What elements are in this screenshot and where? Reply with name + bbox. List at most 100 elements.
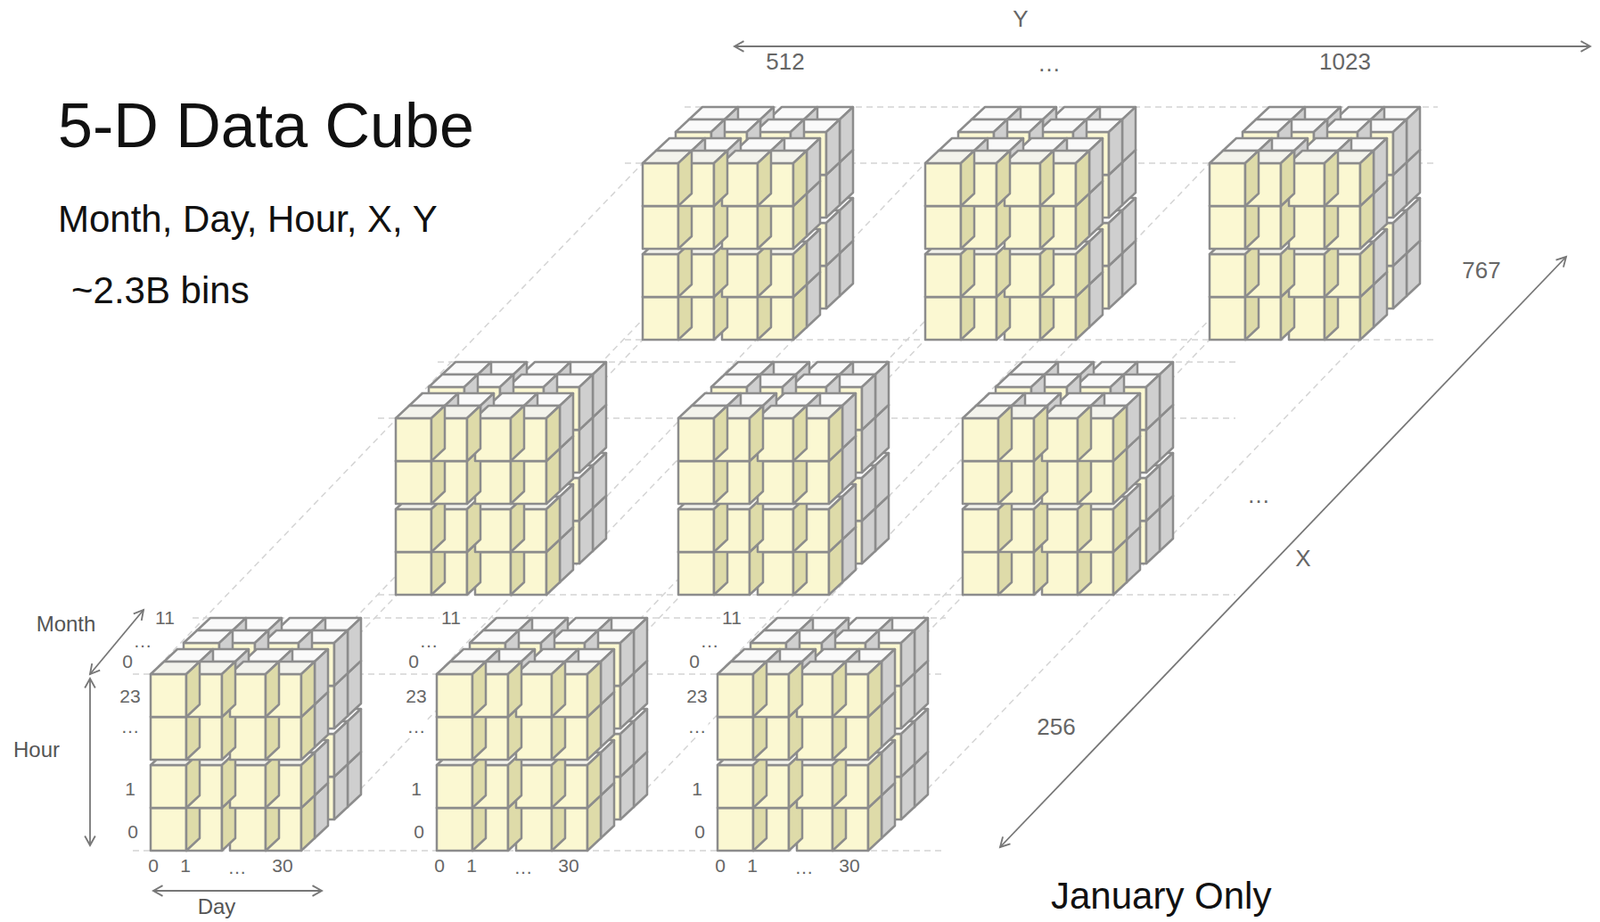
cube-face bbox=[600, 648, 615, 705]
cube-face bbox=[1324, 241, 1338, 297]
cube-face bbox=[788, 752, 803, 808]
unit-cube bbox=[395, 405, 445, 461]
cube-face bbox=[960, 241, 975, 297]
unit-cube bbox=[1042, 405, 1092, 461]
cube-face bbox=[1245, 150, 1259, 206]
cube-face bbox=[793, 405, 807, 461]
unit-cube bbox=[1004, 150, 1054, 206]
unit-cube bbox=[757, 241, 807, 297]
cube-face bbox=[1113, 496, 1127, 552]
cube-face bbox=[962, 418, 999, 461]
unit-cube bbox=[753, 661, 803, 717]
unit-cube bbox=[925, 150, 975, 206]
unit-cube bbox=[1077, 496, 1127, 552]
unit-cube bbox=[832, 752, 882, 808]
cube-face bbox=[678, 418, 714, 461]
guide-line bbox=[587, 339, 1076, 851]
unit-cube bbox=[431, 496, 481, 552]
cube-face bbox=[620, 721, 634, 777]
cube-face bbox=[925, 163, 961, 206]
cube-face bbox=[1360, 150, 1374, 206]
cube-face bbox=[828, 496, 843, 552]
cube-face bbox=[678, 508, 714, 552]
unit-cube bbox=[1040, 241, 1090, 297]
cube-face bbox=[642, 205, 679, 249]
cube-face bbox=[925, 205, 961, 249]
cube-face bbox=[1146, 465, 1160, 521]
cube-face bbox=[793, 241, 807, 297]
cube-face bbox=[1373, 229, 1387, 285]
unit-cube bbox=[717, 752, 767, 808]
unit-cube bbox=[960, 241, 1010, 297]
unit-cube bbox=[998, 496, 1048, 552]
cube-face bbox=[1393, 210, 1407, 266]
cube-face bbox=[600, 739, 615, 796]
unit-cube bbox=[962, 405, 1012, 461]
cube-face bbox=[1393, 119, 1407, 175]
guide-line bbox=[150, 339, 643, 851]
cube-face bbox=[717, 807, 754, 851]
cube-face bbox=[1126, 393, 1141, 449]
cube-face bbox=[806, 138, 821, 194]
unit-cube bbox=[678, 150, 728, 206]
cube-face bbox=[757, 241, 772, 297]
cube-face bbox=[901, 630, 915, 686]
cube-face bbox=[1159, 452, 1174, 509]
unit-cube bbox=[510, 405, 560, 461]
cube-face bbox=[925, 254, 961, 297]
unit-cube bbox=[960, 150, 1010, 206]
cube-face bbox=[1209, 163, 1246, 206]
cube-face bbox=[806, 229, 821, 285]
cube-face bbox=[881, 739, 895, 796]
cube-face bbox=[1122, 106, 1136, 163]
cube-face bbox=[962, 551, 999, 595]
cube-face bbox=[832, 752, 846, 808]
cube-face bbox=[717, 673, 754, 717]
cube-face bbox=[842, 484, 856, 540]
cube-face bbox=[1089, 138, 1103, 194]
unit-cube bbox=[678, 496, 728, 552]
cube-face bbox=[788, 661, 803, 717]
cube-face bbox=[1209, 254, 1246, 297]
cube-face bbox=[1033, 405, 1048, 461]
cube-face bbox=[678, 150, 692, 206]
unit-cube bbox=[642, 241, 692, 297]
unit-cube bbox=[713, 405, 764, 461]
cube-face bbox=[717, 716, 754, 760]
unit-cube bbox=[796, 661, 846, 717]
guide-line bbox=[436, 163, 926, 674]
cube-face bbox=[1040, 150, 1054, 206]
cube-face bbox=[510, 405, 525, 461]
cube-face bbox=[592, 452, 607, 509]
cube-face bbox=[998, 496, 1012, 552]
cube-face bbox=[1159, 361, 1174, 418]
cube-face bbox=[1360, 241, 1374, 297]
cube-face bbox=[713, 496, 728, 552]
unit-cube bbox=[1288, 241, 1338, 297]
cube-face bbox=[1075, 150, 1090, 206]
cube-face bbox=[832, 661, 846, 717]
cube-face bbox=[998, 405, 1012, 461]
cube-face bbox=[793, 150, 807, 206]
cube-face bbox=[839, 106, 854, 163]
cube-face bbox=[559, 484, 574, 540]
unit-cube bbox=[395, 496, 445, 552]
guide-line bbox=[587, 163, 1076, 674]
unit-cube bbox=[678, 405, 728, 461]
cube-face bbox=[559, 393, 574, 449]
unit-cube bbox=[1288, 150, 1338, 206]
unit-cube bbox=[757, 150, 807, 206]
cube-face bbox=[1324, 150, 1338, 206]
cube-face bbox=[793, 496, 807, 552]
unit-cube bbox=[475, 496, 525, 552]
cube-face bbox=[713, 241, 728, 297]
cube-face bbox=[633, 617, 648, 673]
unit-cube bbox=[1245, 150, 1295, 206]
unit-cube bbox=[962, 496, 1012, 552]
cube-face bbox=[1108, 119, 1123, 175]
cube-face bbox=[1373, 138, 1387, 194]
cube-face bbox=[395, 551, 432, 595]
cube-face bbox=[713, 405, 728, 461]
unit-cube bbox=[832, 661, 882, 717]
